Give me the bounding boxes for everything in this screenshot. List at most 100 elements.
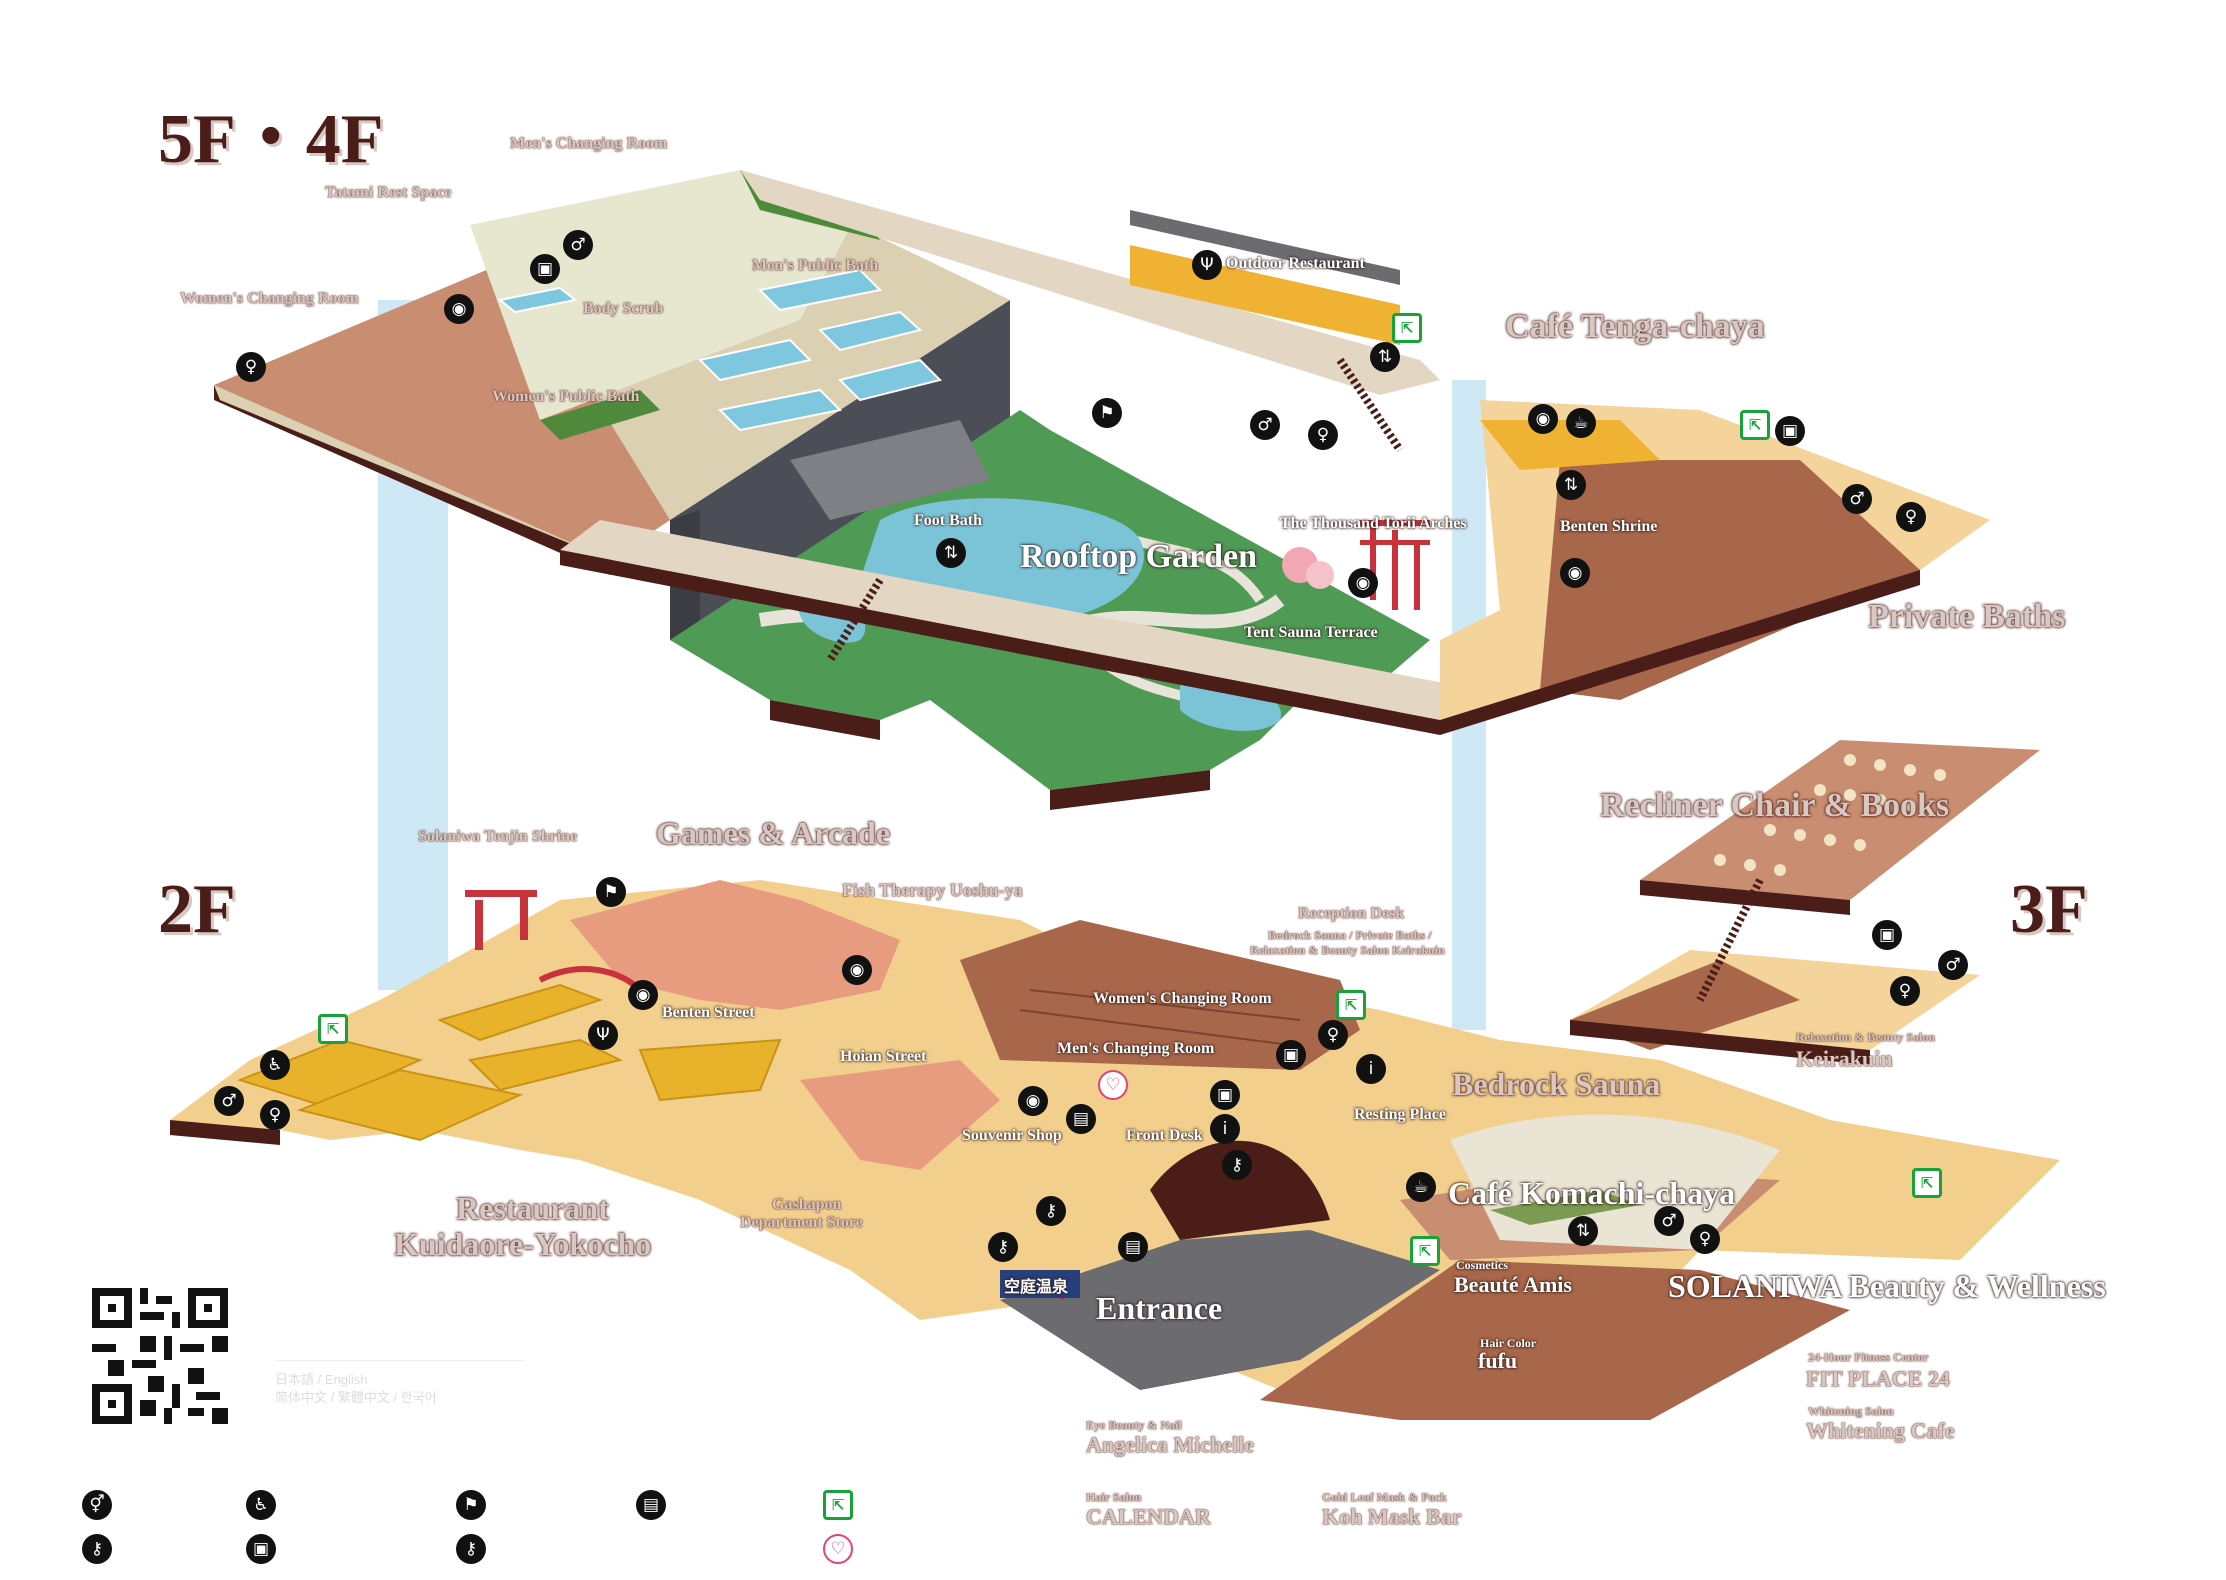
locker-icon[interactable]: ⚷ [988,1232,1018,1262]
luggage-icon[interactable]: ▤ [1066,1104,1096,1134]
restroom-icon[interactable]: ♂ [1938,950,1968,980]
restroom-icon[interactable]: ♀ [1690,1224,1720,1254]
label-souvenir[interactable]: Souvenir Shop [962,1127,1062,1144]
locker-icon[interactable]: ▣ [1872,920,1902,950]
label-gashapon-1[interactable]: Gashapon [772,1196,842,1213]
label-mens-changing-5f[interactable]: Men's Changing Room [510,135,668,152]
label-reception-desk[interactable]: Reception Desk [1298,905,1405,922]
emergency-exit-icon[interactable]: ⇱ [1410,1236,1440,1266]
label-cafe-tenga[interactable]: Café Tenga-chaya [1505,308,1765,345]
label-mens-public-bath[interactable]: Men's Public Bath [752,257,879,274]
entrance-area [1000,1230,1440,1390]
camera-icon[interactable]: ◉ [1348,568,1378,598]
restaurant-icon[interactable]: Ψ [1192,250,1222,280]
label-restaurant-1[interactable]: Restaurant [456,1190,609,1226]
label-mens-changing-2f[interactable]: Men's Changing Room [1057,1040,1215,1057]
label-benten-shrine[interactable]: Benten Shrine [1560,518,1658,535]
cafe-icon[interactable]: ☕ [1406,1172,1436,1202]
beauty-wellness-area [1260,1260,1850,1420]
information-icon[interactable]: i [1356,1054,1386,1084]
key-locker-icon[interactable]: ⚷ [1036,1196,1066,1226]
emergency-exit-icon[interactable]: ⇱ [1912,1168,1942,1198]
emergency-exit-icon[interactable]: ⇱ [318,1014,348,1044]
label-fitness[interactable]: FIT PLACE 24 [1806,1366,1950,1391]
label-calendar[interactable]: CALENDAR [1086,1504,1211,1529]
label-outdoor-restaurant[interactable]: Outdoor Restaurant [1226,255,1365,272]
restaurant-icon[interactable]: Ψ [588,1020,618,1050]
label-fufu[interactable]: fufu [1478,1348,1518,1373]
label-hoian-street[interactable]: Hoian Street [840,1048,927,1065]
luggage-icon[interactable]: ▤ [1118,1232,1148,1262]
camera-icon[interactable]: ◉ [1528,404,1558,434]
label-womens-changing-2f[interactable]: Women's Changing Room [1093,990,1272,1007]
escalator-icon[interactable]: ⇅ [1568,1216,1598,1246]
restroom-icon[interactable]: ♀ [236,352,266,382]
escalator-icon[interactable]: ⇅ [936,538,966,568]
label-tent-sauna[interactable]: Tent Sauna Terrace [1244,624,1378,641]
camera-icon[interactable]: ◉ [444,294,474,324]
restroom-icon[interactable]: ♂ [1250,410,1280,440]
key-locker-icon[interactable]: ⚷ [1222,1150,1252,1180]
label-gashapon-2: Department Store [740,1214,863,1231]
restroom-icon[interactable]: ♂ [563,230,593,260]
aed-icon[interactable]: ♡ [1098,1070,1128,1100]
restroom-icon[interactable]: ♀ [1890,976,1920,1006]
locker-icon[interactable]: ▣ [1775,416,1805,446]
qr-code[interactable] [92,1288,228,1424]
label-front-desk[interactable]: Front Desk [1126,1127,1203,1144]
label-angelica[interactable]: Angelica Michelle [1086,1432,1255,1457]
label-entrance[interactable]: Entrance [1096,1290,1223,1326]
camera-icon[interactable]: ◉ [1560,558,1590,588]
label-fish-therapy[interactable]: Fish Therapy Uoshu-ya [842,880,1023,900]
label-torii[interactable]: The Thousand Torii Arches [1280,515,1467,532]
restroom-icon[interactable]: ♂ [214,1086,244,1116]
label-beaute[interactable]: Beauté Amis [1454,1272,1572,1297]
restroom-icon[interactable]: ♀ [1308,420,1338,450]
label-whitening[interactable]: Whitening Cafe [1806,1418,1955,1443]
escalator-icon[interactable]: ⇅ [1556,470,1586,500]
restroom-icon[interactable]: ♂ [1842,484,1872,514]
label-solaniwa-beauty[interactable]: SOLANIWA Beauty & Wellness [1668,1268,2106,1304]
information-icon[interactable]: i [1210,1114,1240,1144]
label-games[interactable]: Games & Arcade [656,815,891,851]
emergency-exit-icon[interactable]: ⇱ [1336,990,1366,1020]
label-rooftop-garden[interactable]: Rooftop Garden [1020,538,1258,575]
floor-title-upper: 5F・4F [158,101,384,178]
label-bedrock-sauna[interactable]: Bedrock Sauna [1452,1066,1661,1102]
smoking-area-icon[interactable]: ⚑ [596,877,626,907]
language-line-2[interactable]: 简体中文 / 繁體中文 / 한국어 [275,1390,437,1405]
label-koh[interactable]: Koh Mask Bar [1322,1504,1462,1529]
language-line-1[interactable]: 日本語 / English [275,1372,368,1387]
camera-icon[interactable]: ◉ [842,955,872,985]
accessible-restroom-icon[interactable]: ♿ [260,1050,290,1080]
locker-icon[interactable]: ▣ [1276,1040,1306,1070]
label-resting-place[interactable]: Resting Place [1354,1106,1446,1123]
restroom-icon[interactable]: ♀ [1896,502,1926,532]
restroom-icon[interactable]: ♀ [1318,1020,1348,1050]
language-links[interactable]: 日本語 / English 简体中文 / 繁體中文 / 한국어 [275,1360,525,1407]
emergency-exit-icon[interactable]: ⇱ [1392,313,1422,343]
emergency-exit-icon[interactable]: ⇱ [1740,410,1770,440]
camera-icon[interactable]: ◉ [628,980,658,1010]
label-private-baths[interactable]: Private Baths [1868,598,2066,635]
restroom-icon[interactable]: ♂ [1654,1206,1684,1236]
label-foot-bath[interactable]: Foot Bath [914,512,982,529]
label-cafe-komachi[interactable]: Café Komachi-chaya [1448,1175,1736,1211]
label-haircolor-small: Hair Color [1480,1336,1537,1350]
camera-icon[interactable]: ◉ [1018,1086,1048,1116]
label-tatami[interactable]: Tatami Rest Space [325,184,452,201]
cafe-icon[interactable]: ☕ [1566,408,1596,438]
label-recliner[interactable]: Recliner Chair & Books [1600,787,1950,824]
locker-icon[interactable]: ▣ [1210,1080,1240,1110]
smoking-area-icon[interactable]: ⚑ [1092,398,1122,428]
label-benten-street[interactable]: Benten Street [662,1004,755,1021]
label-womens-public-bath[interactable]: Women's Public Bath [492,388,640,405]
restroom-icon[interactable]: ♀ [260,1100,290,1130]
locker-icon[interactable]: ▣ [530,254,560,284]
label-tenjin-shrine[interactable]: Solaniwa Tenjin Shrine [418,828,578,845]
escalator-icon[interactable]: ⇅ [1370,342,1400,372]
label-restaurant-2[interactable]: Kuidaore-Yokocho [394,1226,652,1262]
label-body-scrub[interactable]: Body Scrub [583,300,664,317]
label-womens-changing-5f[interactable]: Women's Changing Room [180,290,359,307]
label-keirakuin[interactable]: Keirakuin [1796,1046,1893,1071]
